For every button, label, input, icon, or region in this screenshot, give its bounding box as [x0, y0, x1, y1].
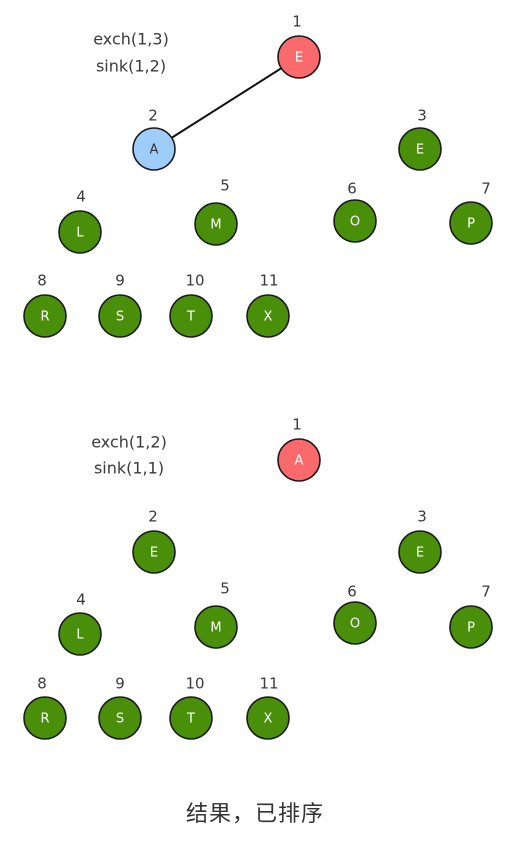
- node-index: 5: [220, 177, 230, 195]
- heap-node: L4: [58, 591, 102, 656]
- node-letter: R: [40, 712, 49, 727]
- heap-node: M5: [194, 177, 238, 246]
- node-circle: [398, 127, 442, 171]
- heap-node: R8: [23, 272, 67, 338]
- heap-diagram-2: exch(1,2)sink(1,1)A1E2E3L4M5O6P7R8S9T10X…: [23, 416, 493, 740]
- node-circle: [132, 127, 176, 171]
- node-circle: [398, 530, 442, 574]
- node-index: 9: [115, 272, 125, 290]
- node-circle: [449, 201, 493, 245]
- node-index: 1: [292, 416, 302, 434]
- node-index: 7: [481, 180, 491, 198]
- heap-node: L4: [58, 188, 102, 254]
- node-index: 6: [347, 583, 357, 601]
- node-letter: P: [467, 217, 475, 232]
- node-circle: [58, 612, 102, 656]
- node-letter: E: [295, 51, 303, 66]
- step-label: sink(1,1): [94, 459, 164, 478]
- heap-node: M5: [194, 580, 238, 649]
- node-letter: E: [416, 546, 424, 561]
- node-letter: R: [40, 310, 49, 325]
- heap-edge: [171, 67, 282, 139]
- caption: 结果，已排序: [185, 802, 324, 827]
- heap-node: P7: [449, 583, 493, 649]
- node-index: 2: [148, 508, 158, 526]
- node-letter: O: [350, 215, 360, 230]
- node-index: 3: [417, 107, 427, 125]
- node-index: 11: [259, 272, 278, 290]
- node-letter: O: [350, 617, 360, 632]
- node-letter: A: [150, 143, 159, 158]
- node-circle: [277, 438, 321, 482]
- heap-diagram-1: exch(1,3)sink(1,2)E1A2E3L4M5O6P7R8S9T10X…: [23, 13, 493, 338]
- node-index: 9: [115, 675, 125, 693]
- node-letter: L: [76, 628, 84, 643]
- node-circle: [98, 294, 142, 338]
- node-index: 7: [481, 583, 491, 601]
- heap-node: A2: [132, 107, 176, 171]
- heap-node: T 10: [169, 272, 213, 338]
- step-label: exch(1,2): [91, 433, 167, 452]
- node-circle: [194, 202, 238, 246]
- node-index: 10: [185, 675, 204, 693]
- heap-node: T 10: [169, 675, 213, 740]
- node-circle: [246, 696, 290, 740]
- node-index: 3: [417, 508, 427, 526]
- node-circle: [23, 696, 67, 740]
- node-letter: X: [264, 310, 273, 325]
- node-circle: [246, 294, 290, 338]
- node-index: 8: [37, 675, 47, 693]
- node-circle: [98, 696, 142, 740]
- heap-node: O6: [333, 583, 377, 645]
- node-letter: S: [116, 310, 124, 325]
- heap-node: X 11: [246, 675, 290, 740]
- node-circle: [169, 696, 213, 740]
- node-index: 8: [37, 272, 47, 290]
- node-circle: [333, 601, 377, 645]
- node-index: 1: [292, 13, 302, 31]
- node-circle: [333, 199, 377, 243]
- heap-node: R8: [23, 675, 67, 740]
- node-circle: [194, 605, 238, 649]
- node-index: 4: [76, 591, 86, 609]
- node-letter: M: [210, 218, 221, 233]
- node-letter: S: [116, 712, 124, 727]
- node-index: 2: [148, 107, 158, 125]
- node-circle: [449, 605, 493, 649]
- heap-node: X 11: [246, 272, 290, 338]
- heap-node: P7: [449, 180, 493, 245]
- node-letter: E: [416, 143, 424, 158]
- node-index: 6: [347, 180, 357, 198]
- heap-node: S9: [98, 272, 142, 338]
- heap-node: S9: [98, 675, 142, 740]
- node-letter: E: [150, 546, 158, 561]
- node-letter: T: [186, 310, 195, 325]
- step-label: exch(1,3): [93, 30, 169, 49]
- node-letter: P: [467, 621, 475, 636]
- node-letter: X: [264, 712, 273, 727]
- node-circle: [132, 530, 176, 574]
- node-circle: [277, 35, 321, 79]
- node-letter: A: [295, 454, 304, 469]
- node-circle: [58, 210, 102, 254]
- heap-node: E2: [132, 508, 176, 574]
- heap-node: E3: [398, 508, 442, 574]
- node-index: 4: [76, 188, 86, 206]
- node-letter: T: [186, 712, 195, 727]
- node-letter: M: [210, 621, 221, 636]
- node-index: 5: [220, 580, 230, 598]
- heap-node: E3: [398, 107, 442, 171]
- heap-node: A1: [277, 416, 321, 482]
- node-index: 11: [259, 675, 278, 693]
- heap-diagrams: exch(1,3)sink(1,2)E1A2E3L4M5O6P7R8S9T10X…: [23, 13, 493, 740]
- node-circle: [23, 294, 67, 338]
- heap-node: O6: [333, 180, 377, 243]
- node-circle: [169, 294, 213, 338]
- node-letter: L: [76, 226, 84, 241]
- heap-node: E1: [277, 13, 321, 79]
- step-label: sink(1,2): [96, 57, 166, 76]
- node-index: 10: [185, 272, 204, 290]
